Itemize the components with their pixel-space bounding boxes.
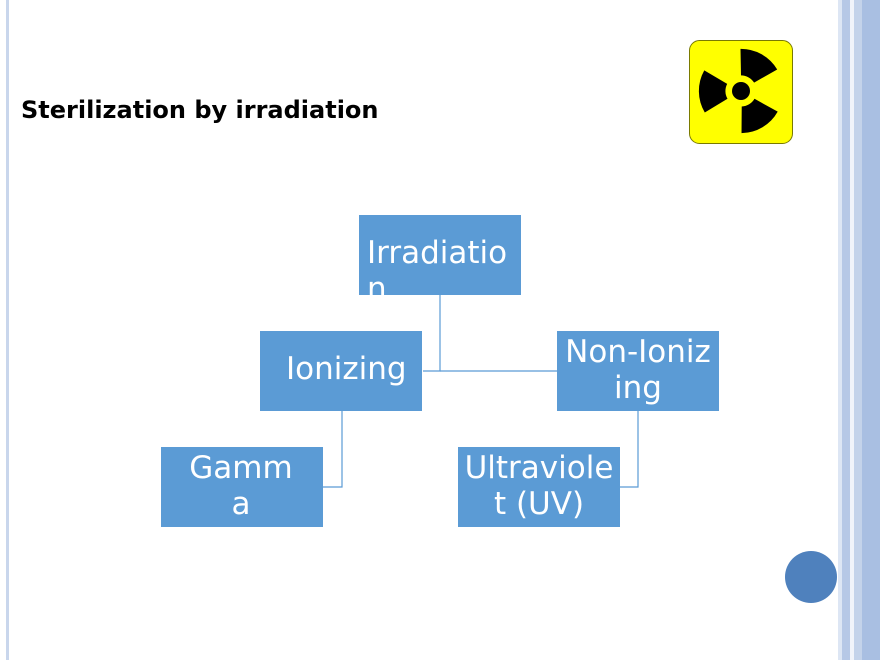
left-border-rule [6,0,9,660]
connector-ionizing-gamma [323,411,343,488]
right-border-band [850,0,854,660]
node-gamma: Gamma [161,447,323,527]
node-ionizing: Ionizing [260,331,422,411]
right-border-band [842,0,850,660]
node-ultraviolet-label: Ultraviolet (UV) [464,450,614,522]
connector-root-ionizing [423,295,441,372]
node-gamma-label: Gamma [189,450,293,522]
node-non-ionizing-label: Non-Ionizing [565,334,711,406]
right-border-band [854,0,862,660]
right-border-band [862,0,880,660]
radiation-hazard-icon [689,40,793,144]
node-ultraviolet: Ultraviolet (UV) [458,447,620,527]
accent-circle [785,551,837,603]
connector-nonionizing-uv [620,411,639,488]
node-irradiation-label: Irradiation [367,235,508,295]
right-border-band [838,0,842,660]
node-non-ionizing: Non-Ionizing [557,331,719,411]
node-irradiation: Irradiation [359,215,521,295]
slide-title: Sterilization by irradiation [21,96,379,124]
node-ionizing-label: Ionizing [286,351,407,387]
